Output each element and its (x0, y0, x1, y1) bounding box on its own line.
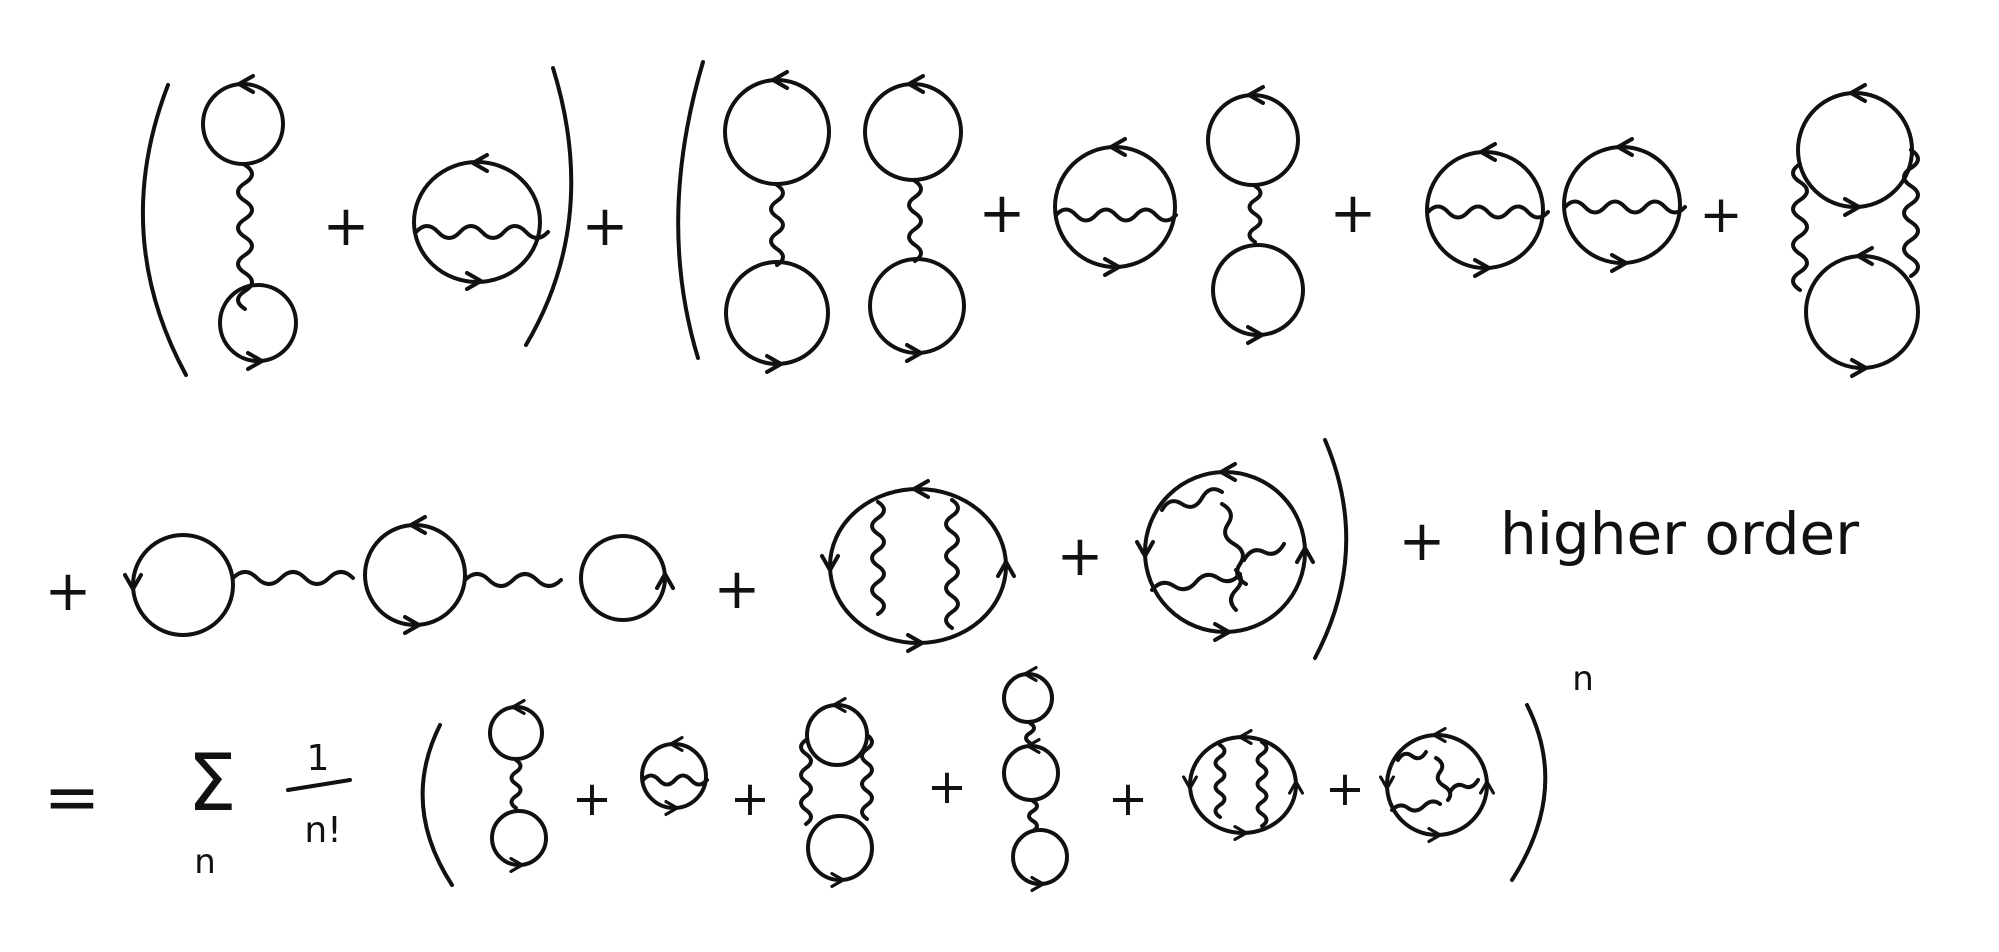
small-loop-parallel-wavy-diagram (1181, 728, 1305, 842)
plus-sign: + (45, 559, 92, 624)
plus-sign: + (323, 194, 370, 259)
plus-sign: + (730, 771, 770, 827)
loop-crossed-wavy-diagram (1135, 462, 1315, 642)
summation-sign: Σ (187, 739, 236, 829)
plus-sign: + (1325, 761, 1365, 817)
double-dumbbell-diagram (723, 70, 966, 374)
fraction-denominator: n! (304, 810, 341, 851)
loop-internal-wavy-diagram (412, 153, 550, 291)
small-dumbbell-diagram (488, 698, 548, 874)
plus-sign: + (1399, 509, 1446, 574)
paren-close-group1 (524, 66, 574, 347)
fraction-numerator: 1 (307, 738, 330, 779)
small-three-loop-vertical-chain-diagram (1002, 665, 1069, 893)
paren-open-group1 (140, 83, 188, 377)
plus-sign: + (582, 194, 629, 259)
equals-sign: = (44, 758, 101, 837)
plus-sign: + (572, 771, 612, 827)
plus-sign: + (1057, 524, 1104, 589)
plus-sign: + (979, 181, 1026, 246)
exponent-label: n (1572, 659, 1594, 699)
fraction-bar (286, 778, 352, 792)
paren-open-group2 (676, 60, 705, 360)
plus-sign: + (1108, 771, 1148, 827)
plus-sign: + (714, 557, 761, 622)
plus-sign: + (1699, 185, 1743, 245)
plus-sign: + (1330, 181, 1377, 246)
double-wavy-loop-diagram (1425, 137, 1687, 278)
paren-close-group2 (1313, 438, 1349, 660)
paren-open-sum (420, 723, 454, 887)
two-loop-side-wavy-diagram (1791, 83, 1920, 378)
summation-index: n (194, 842, 216, 882)
wavy-loop-and-dumbbell-diagram (1053, 85, 1305, 345)
loop-parallel-wavy-diagram (820, 479, 1016, 653)
three-loop-chain-diagram (123, 515, 675, 637)
paren-close-sum (1510, 703, 1548, 882)
small-wavy-loop-diagram (640, 735, 709, 817)
plus-sign: + (927, 759, 967, 815)
higher-order-text: higher order (1500, 500, 1859, 568)
small-two-loop-side-wavy-diagram (799, 696, 874, 889)
small-loop-crossed-wavy-diagram (1378, 726, 1496, 844)
dumbbell-vertical-diagram (201, 74, 298, 371)
